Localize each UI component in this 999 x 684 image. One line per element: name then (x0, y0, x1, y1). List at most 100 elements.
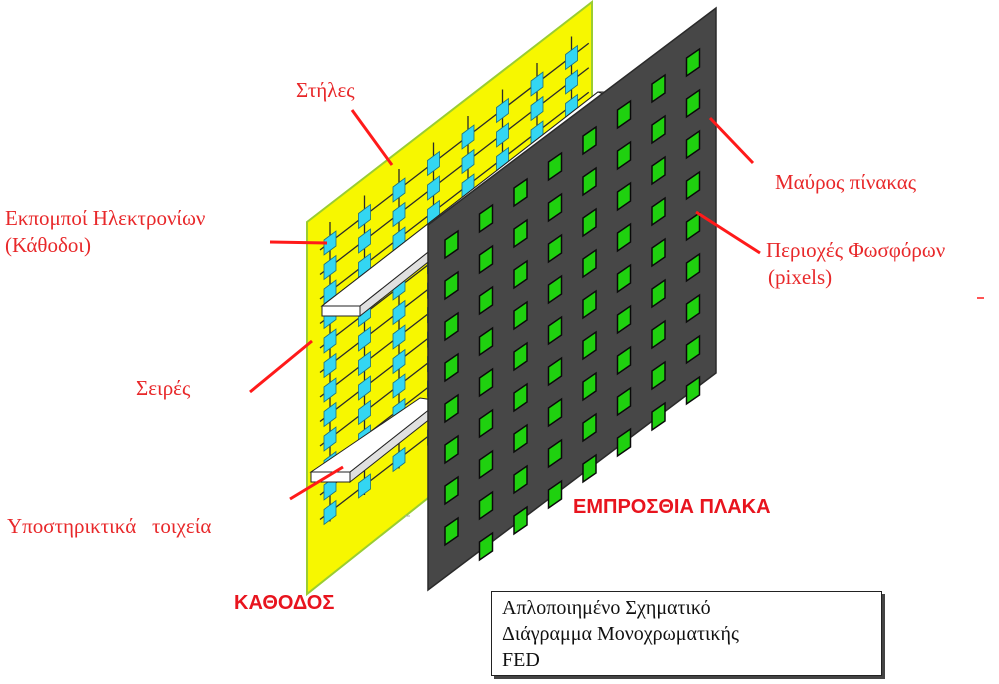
emitter (392, 299, 406, 326)
phosphor-pixel (547, 438, 563, 469)
phosphor-pixel (582, 371, 597, 402)
phosphor-pixel (547, 356, 563, 387)
phosphor-pixel (582, 289, 597, 320)
phosphor-pixel (582, 453, 597, 484)
phosphor-pixel (582, 207, 597, 238)
phosphor-pixel (513, 382, 528, 413)
phosphor-pixel (616, 140, 632, 171)
pointer-columns (350, 109, 394, 166)
phosphor-pixel (478, 367, 494, 398)
emitter (323, 328, 337, 354)
phosphor-pixel (616, 222, 632, 253)
phosphor-pixel (547, 192, 563, 223)
label-phosphor-2: (pixels) (768, 265, 833, 289)
emitter (323, 254, 337, 281)
caption-line-1: Απλοποιημένο Σχηματικό (502, 597, 711, 619)
caption-line-3: FED (502, 649, 540, 671)
emitter (530, 71, 544, 97)
emitter (565, 69, 578, 95)
phosphor-pixel (651, 319, 666, 350)
phosphor-pixel (685, 293, 701, 324)
phosphor-pixel (444, 270, 459, 301)
phosphor-pixel (582, 125, 597, 156)
emitter (323, 499, 337, 526)
emitter (392, 324, 406, 350)
phosphor-pixel (513, 218, 528, 249)
emitter (496, 97, 509, 124)
front-plate (427, 6, 717, 592)
phosphor-pixel (685, 88, 701, 119)
phosphor-pixel (616, 304, 632, 335)
phosphor-pixel (616, 345, 632, 376)
label-supports: Υποστηρικτικά τοιχεία (7, 514, 212, 538)
phosphor-pixel (513, 341, 528, 372)
pointer-lines (249, 109, 761, 501)
phosphor-pixel (478, 449, 494, 480)
phosphor-pixel (651, 155, 666, 186)
phosphor-pixel (651, 278, 666, 309)
phosphor-pixel (582, 166, 597, 197)
emitter (323, 230, 337, 256)
phosphor-pixel (685, 211, 701, 242)
phosphor-pixel (616, 263, 632, 294)
caption-line-2: Διάγραμμα Μονοχρωματικής (502, 623, 739, 645)
phosphor-pixel (685, 129, 701, 160)
phosphor-pixel (685, 375, 701, 406)
phosphor-pixel (478, 285, 494, 316)
phosphor-pixel (444, 475, 459, 506)
emitter (323, 352, 337, 379)
emitter (565, 44, 578, 71)
phosphor-pixel (444, 229, 459, 260)
pointer-emitters (269, 240, 328, 245)
label-front-plate: ΕΜΠΡΟΣΘΙΑ ΠΛΑΚΑ (573, 496, 771, 518)
phosphor-pixel (651, 196, 666, 227)
emitter (358, 228, 371, 254)
label-emitters-2: (Κάθοδοι) (5, 233, 91, 257)
emitter (461, 124, 475, 150)
emitter (392, 348, 406, 375)
phosphor-pixel (685, 252, 701, 283)
emitter (392, 201, 406, 228)
emitter (358, 375, 371, 401)
phosphor-pixel (478, 408, 494, 439)
emitter (392, 177, 406, 203)
phosphor-pixel (582, 412, 597, 443)
phosphor-pixel (444, 393, 459, 424)
phosphor-pixel (616, 99, 632, 130)
phosphor-pixel (685, 170, 701, 201)
phosphor-pixel (444, 311, 459, 342)
pointer-rows (249, 339, 313, 394)
phosphor-pixel (685, 334, 701, 365)
phosphor-pixel (616, 427, 632, 458)
pointer-phosphor (695, 210, 761, 255)
phosphor-pixel (547, 479, 563, 510)
phosphor-pixel (513, 505, 528, 536)
phosphor-pixel (513, 177, 528, 208)
label-rows: Σειρές (136, 376, 191, 400)
emitter (323, 401, 337, 428)
label-black-panel: Μαύρος πίνακας (775, 170, 917, 194)
emitter (427, 175, 440, 201)
emitter (392, 373, 406, 399)
phosphor-pixel (513, 259, 528, 290)
phosphor-pixel (651, 360, 666, 391)
phosphor-pixel (651, 401, 666, 432)
phosphor-pixel (547, 151, 563, 182)
label-columns: Στήλες (296, 78, 355, 102)
phosphor-pixel (547, 274, 563, 305)
emitter (392, 446, 406, 473)
label-phosphor-1: Περιοχές Φωσφόρων (766, 238, 946, 262)
phosphor-pixel (478, 203, 494, 234)
emitter (496, 122, 509, 148)
phosphor-pixel (444, 516, 459, 547)
phosphor-pixel (478, 326, 494, 357)
phosphor-pixel (478, 244, 494, 275)
phosphor-pixel (444, 352, 459, 383)
emitter (427, 150, 440, 177)
emitter (358, 399, 371, 426)
emitter (358, 473, 371, 499)
caption-box: Απλοποιημένο Σχηματικό Διάγραμμα Μονοχρω… (491, 591, 882, 676)
phosphor-grid (444, 47, 701, 562)
emitter (358, 350, 371, 377)
